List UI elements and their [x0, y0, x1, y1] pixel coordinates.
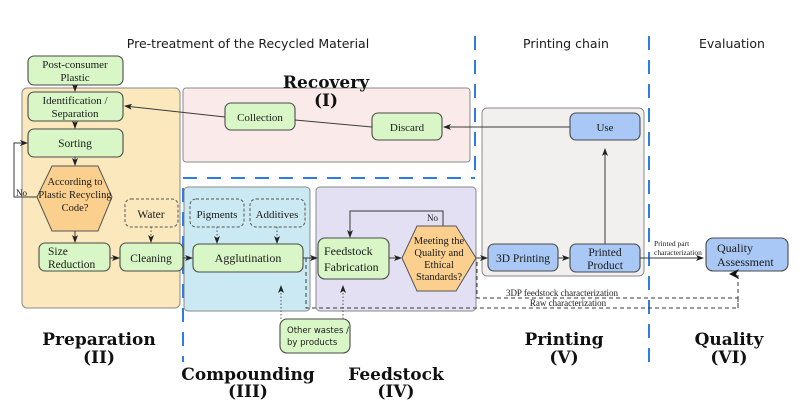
node-label: Pigments — [197, 209, 238, 221]
header-evaluation: Evaluation — [699, 36, 765, 51]
node-label: Other wastes / — [287, 326, 349, 336]
node-post-consumer-plastic[interactable]: Post-consumer Plastic — [27, 55, 124, 86]
node-label: Assessment — [717, 255, 774, 269]
node-label: Plastic — [60, 72, 89, 84]
node-identification-separation[interactable]: Identification / Separation — [27, 91, 124, 122]
node-label: Quality — [717, 241, 753, 255]
stage-compounding-numeral: (III) — [228, 382, 268, 400]
edge-raw-characterization — [305, 258, 739, 309]
stage-printing-numeral: (V) — [549, 348, 578, 368]
node-use[interactable]: Use — [569, 112, 641, 141]
edge-label-printed-part: Printed part — [654, 239, 690, 248]
stage-recovery: Recovery (I) — [283, 73, 370, 111]
stage-preparation-numeral: (II) — [83, 348, 115, 368]
edge-collection-identification — [124, 103, 226, 118]
node-additives[interactable]: Additives — [249, 198, 306, 228]
node-cleaning[interactable]: Cleaning — [119, 242, 184, 272]
stage-feedstock-numeral: (IV) — [377, 382, 414, 400]
decision-label: Code? — [62, 203, 89, 214]
stage-quality-numeral: (VI) — [710, 348, 747, 368]
node-label: Use — [596, 122, 613, 134]
edge-decision-no-sorting — [13, 140, 37, 198]
decision-label: Ethical — [424, 260, 454, 271]
node-printed-product[interactable]: Printed Product — [569, 243, 641, 273]
node-other-wastes[interactable]: Other wastes / by products — [279, 318, 351, 354]
decision-recycling-code[interactable]: According to Plastic Recycling Code? — [36, 165, 113, 232]
edge-label-feedstock-characterization: 3DP feedstock characterization — [506, 288, 619, 298]
node-3d-printing[interactable]: 3D Printing — [487, 243, 559, 272]
decision-quality-standards[interactable]: Meeting the Quality and Ethical Standard… — [401, 225, 477, 292]
stage-printing: Printing (V) — [524, 330, 603, 368]
node-label: Reduction — [48, 259, 96, 271]
node-label: Size — [48, 246, 68, 258]
node-label: Cleaning — [130, 253, 172, 265]
stage-compounding-name: Compounding — [181, 365, 315, 385]
node-label: Agglutination — [215, 251, 282, 265]
stage-recovery-numeral: (I) — [314, 91, 338, 111]
node-quality-assessment[interactable]: Quality Assessment — [705, 237, 789, 272]
node-collection[interactable]: Collection — [224, 102, 296, 131]
decision-label: According to — [47, 177, 102, 188]
edge-label-no: No — [16, 188, 27, 198]
header-printing-chain: Printing chain — [523, 36, 609, 51]
node-label: Collection — [237, 112, 283, 124]
stage-printing-name: Printing — [524, 330, 603, 350]
node-label: Water — [137, 209, 164, 221]
node-agglutination[interactable]: Agglutination — [192, 243, 304, 273]
header-pretreatment: Pre-treatment of the Recycled Material — [127, 36, 369, 51]
edge-label-raw-characterization: Raw characterization — [530, 298, 607, 308]
stage-feedstock-name: Feedstock — [348, 365, 445, 385]
node-label: Discard — [390, 122, 425, 134]
edge-discard-collection — [294, 119, 373, 128]
edge-decision-no-feedstock — [347, 210, 444, 238]
stage-preparation-name: Preparation — [42, 330, 155, 350]
stage-quality: Quality (VI) — [695, 330, 765, 368]
node-label: Identification / — [42, 95, 108, 107]
stage-preparation: Preparation (II) — [42, 330, 155, 368]
edge-label-no: No — [427, 213, 438, 223]
node-label: Post-consumer — [42, 59, 108, 71]
decision-label: Meeting the — [414, 236, 465, 247]
node-label: Printed — [588, 247, 621, 259]
decision-label: Quality and — [414, 248, 464, 259]
node-sorting[interactable]: Sorting — [27, 128, 124, 158]
decision-label: Plastic Recycling — [38, 190, 112, 201]
node-feedstock-fabrication[interactable]: Feedstock Fabrication — [317, 237, 390, 280]
stage-recovery-name: Recovery — [283, 73, 370, 93]
node-label: Fabrication — [324, 260, 379, 274]
node-label: by products — [287, 338, 338, 348]
node-label: Feedstock — [324, 244, 373, 258]
node-label: Sorting — [58, 138, 92, 150]
decision-label: Standards? — [416, 272, 462, 283]
stage-compounding: Compounding (III) — [181, 365, 315, 400]
node-label: Additives — [256, 209, 299, 221]
stage-feedstock: Feedstock (IV) — [348, 365, 445, 400]
node-size-reduction[interactable]: Size Reduction — [38, 242, 111, 272]
stage-quality-name: Quality — [695, 330, 765, 350]
node-label: Product — [587, 260, 624, 272]
edge-label-printed-part: characterization — [654, 248, 702, 257]
edge-feedstock-characterization — [476, 262, 738, 299]
node-label: Separation — [51, 108, 99, 120]
node-label: 3D Printing — [496, 253, 550, 265]
node-discard[interactable]: Discard — [371, 112, 443, 141]
